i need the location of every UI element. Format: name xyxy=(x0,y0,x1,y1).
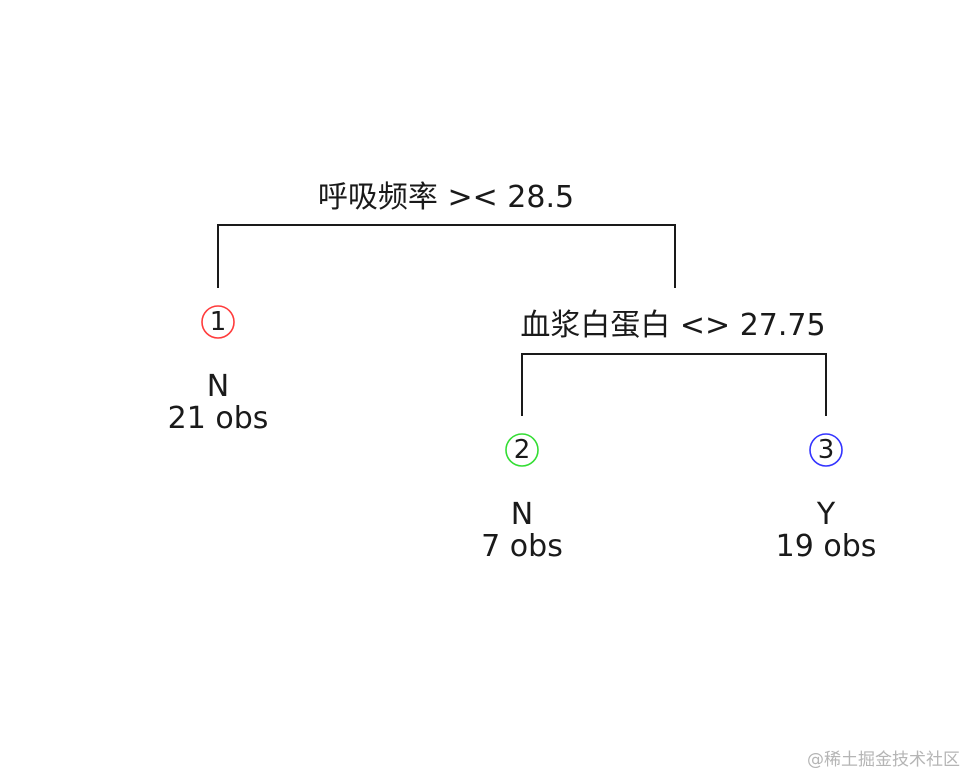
leaf-2-obs: 7 obs xyxy=(481,529,563,564)
leaf-1-ring xyxy=(201,305,235,339)
leaf-node-2: 2 N 7 obs xyxy=(481,433,563,564)
leaf-1-obs: 21 obs xyxy=(168,401,269,436)
root-split: 呼吸频率 >< 28.5 xyxy=(217,180,676,288)
leaf-2-id: 2 xyxy=(514,435,531,465)
watermark-text: @稀土掘金技术社区 xyxy=(807,750,960,770)
leaf-1-class: N xyxy=(207,369,229,404)
second-branch-connector xyxy=(521,353,827,416)
leaf-3-class: Y xyxy=(816,497,836,532)
leaf-2-ring xyxy=(505,433,539,467)
second-split-label: 血浆白蛋白 <> 27.75 xyxy=(520,308,825,343)
leaf-3-ring xyxy=(809,433,843,467)
leaf-2-class: N xyxy=(511,497,533,532)
root-split-label: 呼吸频率 >< 28.5 xyxy=(318,180,574,215)
leaf-3-id: 3 xyxy=(818,435,835,465)
second-split: 血浆白蛋白 <> 27.75 xyxy=(520,308,827,416)
leaf-1-id: 1 xyxy=(210,307,227,337)
root-branch-connector xyxy=(217,224,676,288)
leaf-node-3: 3 Y 19 obs xyxy=(776,433,877,564)
leaf-3-obs: 19 obs xyxy=(776,529,877,564)
leaf-node-1: 1 N 21 obs xyxy=(168,305,269,436)
